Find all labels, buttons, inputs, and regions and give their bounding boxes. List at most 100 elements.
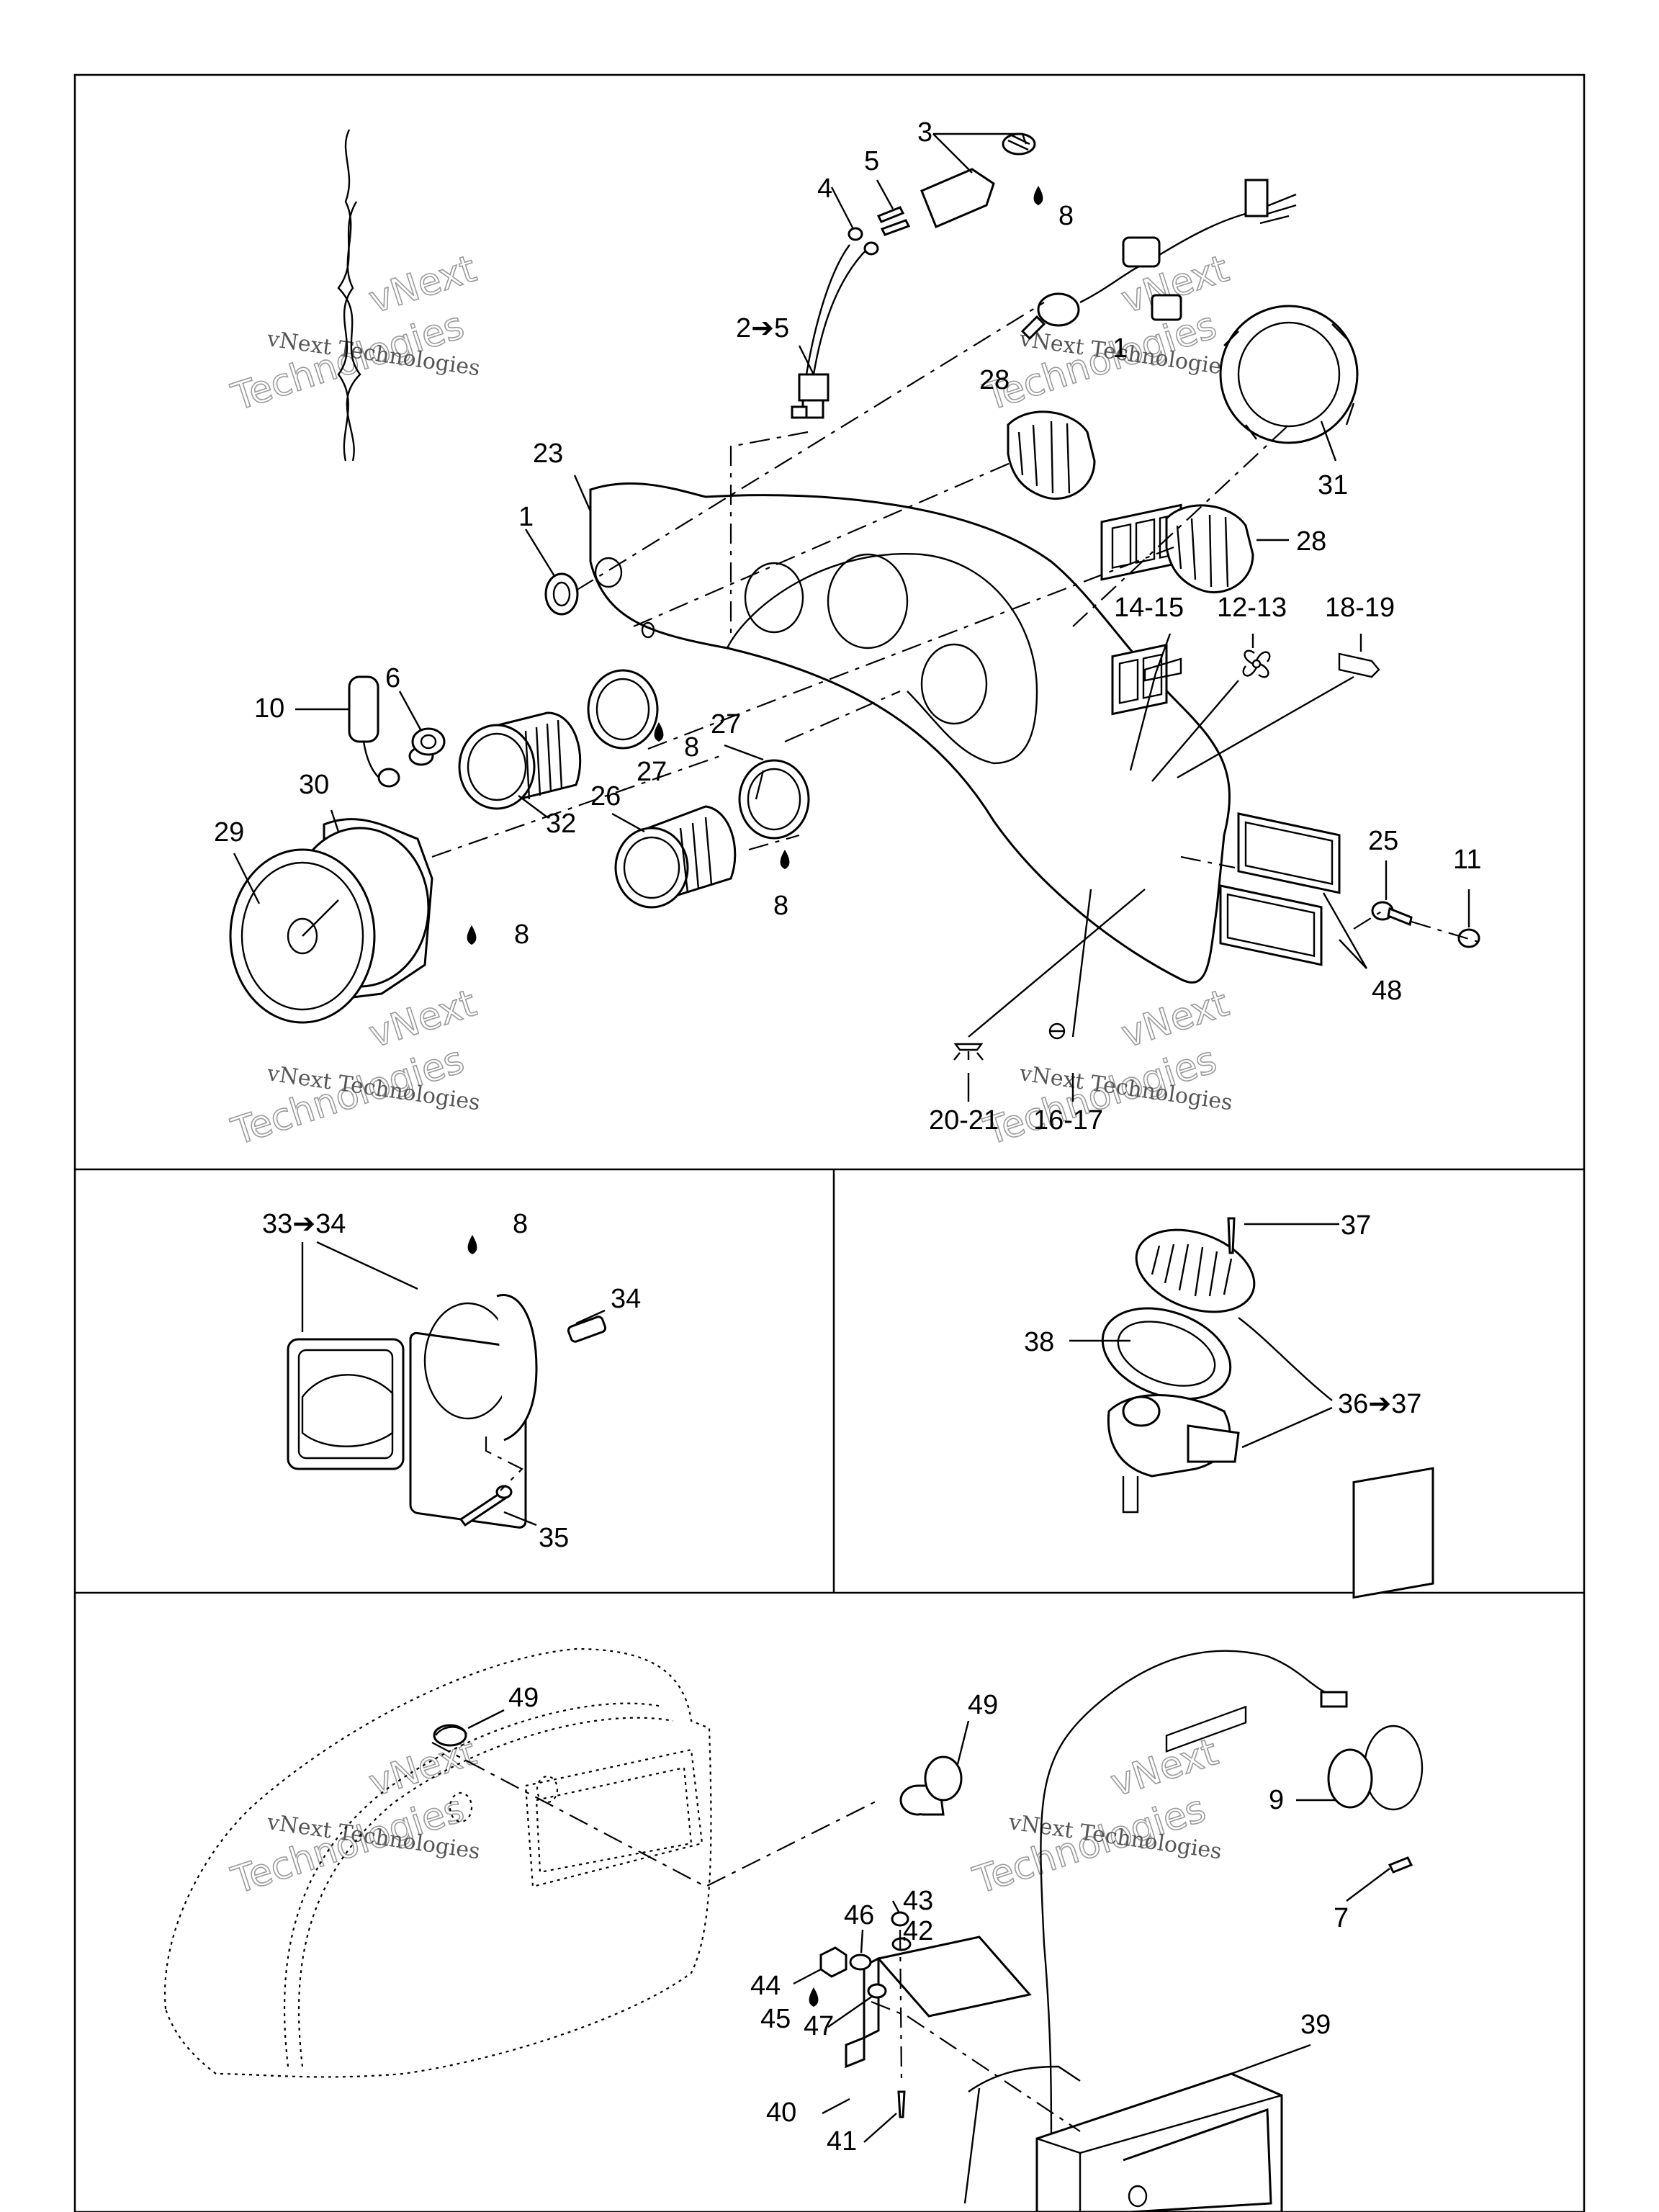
watermark-5: vNext Technologies vNext Technologies xyxy=(226,1730,482,1904)
callout-label: 33➔34 xyxy=(262,1209,346,1239)
callout-label: 32 xyxy=(546,809,576,839)
gauge-opening-3 xyxy=(920,643,988,725)
gauge-32 xyxy=(458,711,582,810)
callout-label: 25 xyxy=(1368,826,1398,856)
callout-label: 9 xyxy=(1269,1785,1284,1815)
callout-label: 27 xyxy=(637,757,667,787)
dashboard-assembly-drawing: 3 5 4 8 2➔5 1 28 31 23 1 28 14-15 12-13 … xyxy=(214,117,1484,2007)
callout-label: 3 xyxy=(917,117,932,148)
clip-49-left xyxy=(433,1724,468,1747)
callout-label: 46 xyxy=(844,1900,874,1930)
vent-cover-33 xyxy=(287,1338,405,1470)
ignition-key-switch xyxy=(1020,179,1297,341)
gauge-opening-2 xyxy=(827,553,909,649)
callout-leaders-left xyxy=(301,1241,606,1527)
toggle-switch-2 xyxy=(791,244,868,419)
callout-labels-right: 37 38 36➔37 xyxy=(1024,1210,1421,1419)
callout-label: 34 xyxy=(611,1284,641,1314)
cover-plate-48-upper xyxy=(1237,812,1341,894)
callout-label: 37 xyxy=(1341,1210,1371,1241)
callout-label: 14-15 xyxy=(1114,593,1184,623)
bezel-ring-1 xyxy=(544,572,579,616)
bilge-pump-icon xyxy=(1048,1022,1066,1040)
dashboard-dotted-outline xyxy=(163,1647,712,2078)
speaker-wire xyxy=(1040,1650,1326,2146)
callout-leaders-right xyxy=(1069,1223,1339,1449)
callout-label: 43 xyxy=(903,1886,933,1916)
fluid-drop-icons xyxy=(467,186,1043,2007)
nut-43 xyxy=(891,1911,909,1927)
drop-icon xyxy=(654,722,664,742)
callout-label: 47 xyxy=(804,2011,834,2041)
nav-light-icon xyxy=(953,1043,984,1061)
gauge-26 xyxy=(614,805,737,909)
washer-47 xyxy=(867,1983,887,1999)
cover-plate-48-lower xyxy=(1219,884,1323,966)
stereo-unit-39 xyxy=(1035,1705,1283,2212)
watermark-2: vNext Technologies vNext Technologies xyxy=(979,247,1235,421)
vent-housing-34 xyxy=(409,1294,538,1529)
power-socket-49 xyxy=(899,1755,963,1816)
callout-label: 30 xyxy=(299,770,329,800)
callout-label: 12-13 xyxy=(1217,593,1287,623)
fan-symbol-icon xyxy=(1242,649,1271,678)
speaker-assembly-drawing: 37 38 36➔37 xyxy=(1024,1210,1421,1514)
callout-label: 20-21 xyxy=(929,1105,999,1136)
callout-label: 40 xyxy=(766,2098,796,2128)
svg-text:vNext: vNext xyxy=(1105,1730,1223,1805)
callout-label: 35 xyxy=(539,1523,569,1553)
callout-label: 27 xyxy=(711,709,741,739)
callout-labels-left: 33➔34 8 34 35 xyxy=(262,1209,641,1553)
safety-lanyard-10 xyxy=(337,129,434,788)
drop-icon xyxy=(467,925,477,945)
vent-assembly-drawing: 33➔34 8 34 35 xyxy=(262,1209,641,1553)
callout-label: 23 xyxy=(533,439,563,469)
watermark-1: vNext Technologies vNext Technologies xyxy=(226,247,482,421)
callout-label: 4 xyxy=(817,174,832,204)
screw-41 xyxy=(897,2090,906,2118)
vent-bulb-34 xyxy=(567,1316,607,1343)
callout-label: 28 xyxy=(979,365,1010,395)
diagram-frames xyxy=(73,73,1586,2212)
svg-text:vNext: vNext xyxy=(364,247,481,322)
speaker-9 xyxy=(1320,1467,1434,1811)
callout-label: 11 xyxy=(1453,845,1481,875)
screw-5 xyxy=(876,206,911,236)
retaining-nut-31 xyxy=(1219,305,1359,444)
retaining-nut-28-upper xyxy=(1007,410,1096,500)
callout-label: 1 xyxy=(518,502,534,532)
callout-label: 8 xyxy=(1058,201,1074,231)
gauge-opening-1 xyxy=(744,562,804,634)
speaker-body-36 xyxy=(1107,1394,1240,1514)
callout-label: 10 xyxy=(254,693,284,724)
screw-7 xyxy=(1388,1856,1413,1874)
gasket-27-upper xyxy=(587,669,659,750)
light-indicator-icon xyxy=(1143,657,1182,682)
callout-label: 42 xyxy=(903,1916,933,1946)
nut-44 xyxy=(819,1946,848,1978)
callout-label: 5 xyxy=(864,146,879,176)
stereo-assembly-drawing: 49 49 9 7 43 46 42 44 45 47 39 40 41 xyxy=(163,1467,1434,2212)
washer-42 xyxy=(891,1937,912,1951)
icon-symbols-top xyxy=(953,649,1380,1061)
callout-label: 49 xyxy=(968,1690,998,1720)
callout-label: 45 xyxy=(760,2004,791,2034)
lanyard-connector-3 xyxy=(920,132,1036,228)
nut-4b xyxy=(863,241,879,256)
callout-label: 1 xyxy=(1112,333,1128,364)
callout-label: 41 xyxy=(827,2126,857,2157)
callout-label: 26 xyxy=(590,781,621,811)
gasket-27-lower xyxy=(738,759,810,840)
drop-icon xyxy=(809,1987,819,2007)
drop-icon xyxy=(780,850,790,869)
switch-panel-lower xyxy=(1111,643,1168,716)
callout-label: 31 xyxy=(1318,470,1348,500)
speedometer-29-30 xyxy=(229,818,433,1024)
screw-37 xyxy=(1227,1217,1236,1254)
callout-label: 28 xyxy=(1296,526,1326,557)
callout-label: 7 xyxy=(1334,1903,1349,1933)
callout-label: 36➔37 xyxy=(1338,1389,1421,1419)
nut-11 xyxy=(1457,928,1480,948)
callout-leaders-main xyxy=(233,132,1470,1102)
